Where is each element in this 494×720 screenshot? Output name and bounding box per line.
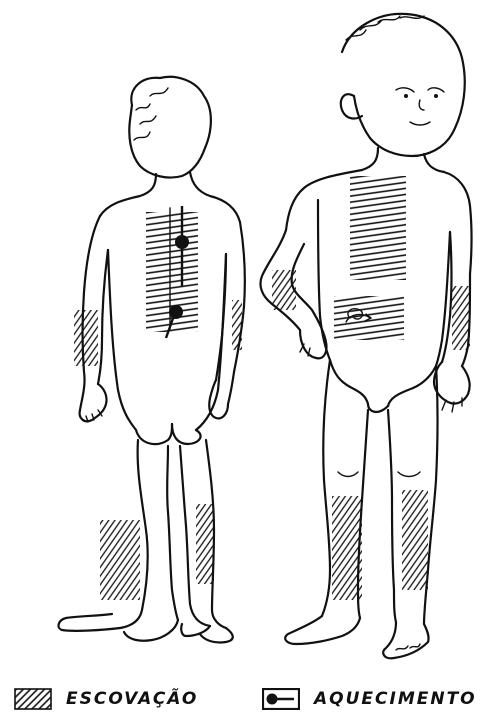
right-leg-brushing-area bbox=[196, 504, 214, 584]
right-arm-brushing-area bbox=[232, 300, 242, 350]
hatched-square-icon bbox=[14, 688, 52, 710]
front-view-child bbox=[260, 14, 471, 658]
children-figures bbox=[0, 0, 494, 680]
legend-warming-label: AQUECIMENTO bbox=[314, 689, 477, 709]
right-arm-brushing-area-front bbox=[452, 286, 470, 350]
legend-brushing-label: ESCOVAÇÃO bbox=[66, 689, 198, 709]
chest-brushing-area bbox=[350, 176, 406, 280]
left-arm-brushing-area bbox=[74, 310, 98, 366]
thermometer-probe-icon bbox=[262, 688, 300, 710]
left-shin-brushing-area bbox=[332, 496, 362, 600]
legend-brushing: ESCOVAÇÃO bbox=[14, 682, 198, 716]
legend-warming: AQUECIMENTO bbox=[262, 682, 477, 716]
left-forearm-brushing-area bbox=[272, 270, 296, 310]
back-view-child bbox=[59, 77, 245, 643]
left-leg-brushing-area bbox=[100, 520, 140, 600]
right-shin-brushing-area bbox=[402, 490, 428, 590]
